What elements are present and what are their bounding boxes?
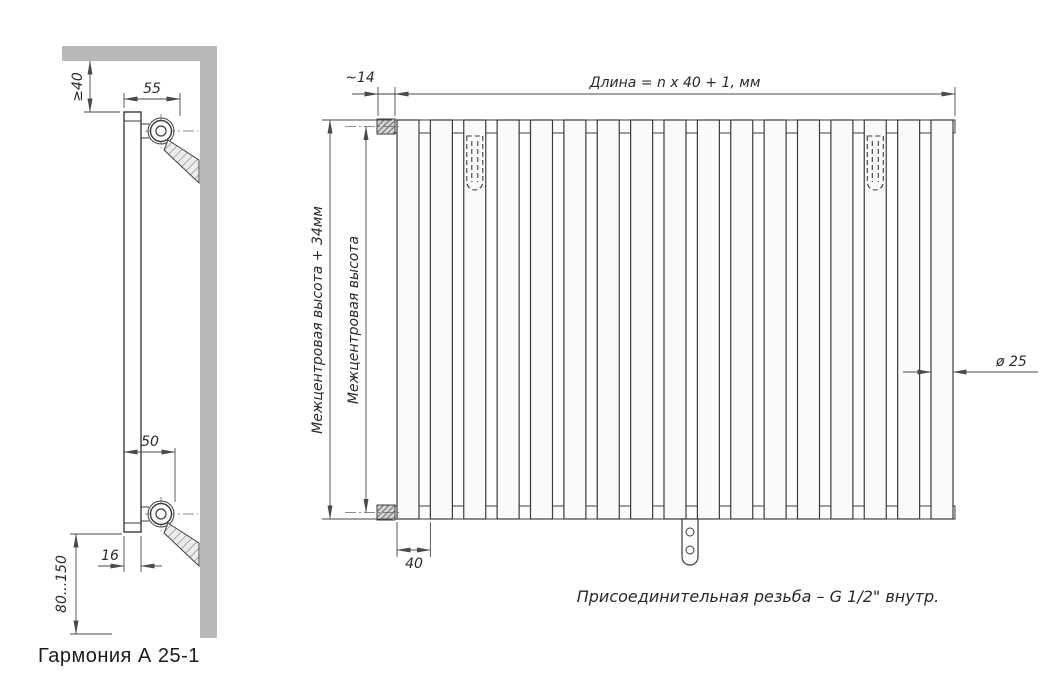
dim-label-diameter: ø 25 xyxy=(995,354,1027,370)
front-view: Длина = n x 40 + 1, мм ~14 Межцентровая … xyxy=(310,70,1038,606)
dim-label-ge40: ≥40 xyxy=(70,72,86,102)
floor-bracket-bottom xyxy=(681,518,699,566)
pipe-bore-bottom xyxy=(155,508,167,520)
dim-end-offset: ~14 xyxy=(345,70,395,116)
dim-label-16: 16 xyxy=(101,548,119,564)
side-view: 55 ≥40 50 16 80...150 Гар xyxy=(38,46,217,667)
radiator-tube xyxy=(730,119,754,520)
dim-label-length: Длина = n x 40 + 1, мм xyxy=(589,75,761,91)
dim-55: 55 xyxy=(123,81,181,116)
dim-floor-clearance: 80...150 xyxy=(54,533,122,635)
radiator-tube xyxy=(897,119,921,520)
dim-pitch: 40 xyxy=(396,522,431,572)
dim-label-floor: 80...150 xyxy=(54,555,70,613)
radiator-tube xyxy=(496,119,520,520)
radiator-tube xyxy=(796,119,821,520)
radiator-profile xyxy=(123,111,142,533)
radiator-tube xyxy=(663,119,687,520)
radiator-tube xyxy=(863,119,887,520)
radiator-tube xyxy=(696,119,720,520)
dim-label-inner-height: Межцентровая высота xyxy=(346,236,362,404)
bracket-arm-bottom xyxy=(163,522,200,568)
radiator-tube xyxy=(563,119,587,520)
wall xyxy=(200,46,217,638)
radiator-tubes xyxy=(396,119,954,520)
radiator-tube xyxy=(930,119,954,520)
radiator-tube xyxy=(763,119,787,520)
radiator-tube xyxy=(529,119,554,520)
bracket-arm-top xyxy=(163,139,200,185)
dim-ge40: ≥40 xyxy=(70,60,120,113)
mounting-bracket-top-right xyxy=(866,135,884,191)
top-connection xyxy=(141,114,200,185)
dim-label-50: 50 xyxy=(141,434,159,450)
dim-label-pitch: 40 xyxy=(405,556,423,572)
dim-16: 16 xyxy=(98,536,162,572)
radiator-tube xyxy=(596,119,620,520)
dim-label-55: 55 xyxy=(143,81,161,97)
radiator-tube xyxy=(830,119,854,520)
radiator-tube xyxy=(396,119,420,520)
radiator-tube xyxy=(429,119,453,520)
dim-label-end-offset: ~14 xyxy=(345,70,375,86)
thread-note: Присоединительная резьба – G 1/2" внутр. xyxy=(577,587,940,606)
dim-label-outer-height: Межцентровая высота + 34мм xyxy=(310,206,326,434)
dim-inner-height: Межцентровая высота xyxy=(345,126,400,513)
pipe-bore-top xyxy=(155,125,167,137)
radiator-tube xyxy=(630,119,654,520)
dim-outer-height: Межцентровая высота + 34мм xyxy=(310,119,392,520)
dim-diameter: ø 25 xyxy=(903,354,1038,375)
radiator-tube xyxy=(463,119,487,520)
dim-50: 50 xyxy=(123,434,176,502)
bottom-connection xyxy=(141,497,200,568)
model-title: Гармония А 25-1 xyxy=(38,645,200,667)
dim-length: Длина = n x 40 + 1, мм xyxy=(394,75,956,116)
mounting-bracket-top-left xyxy=(466,135,484,191)
wall-top-flange xyxy=(62,46,217,61)
